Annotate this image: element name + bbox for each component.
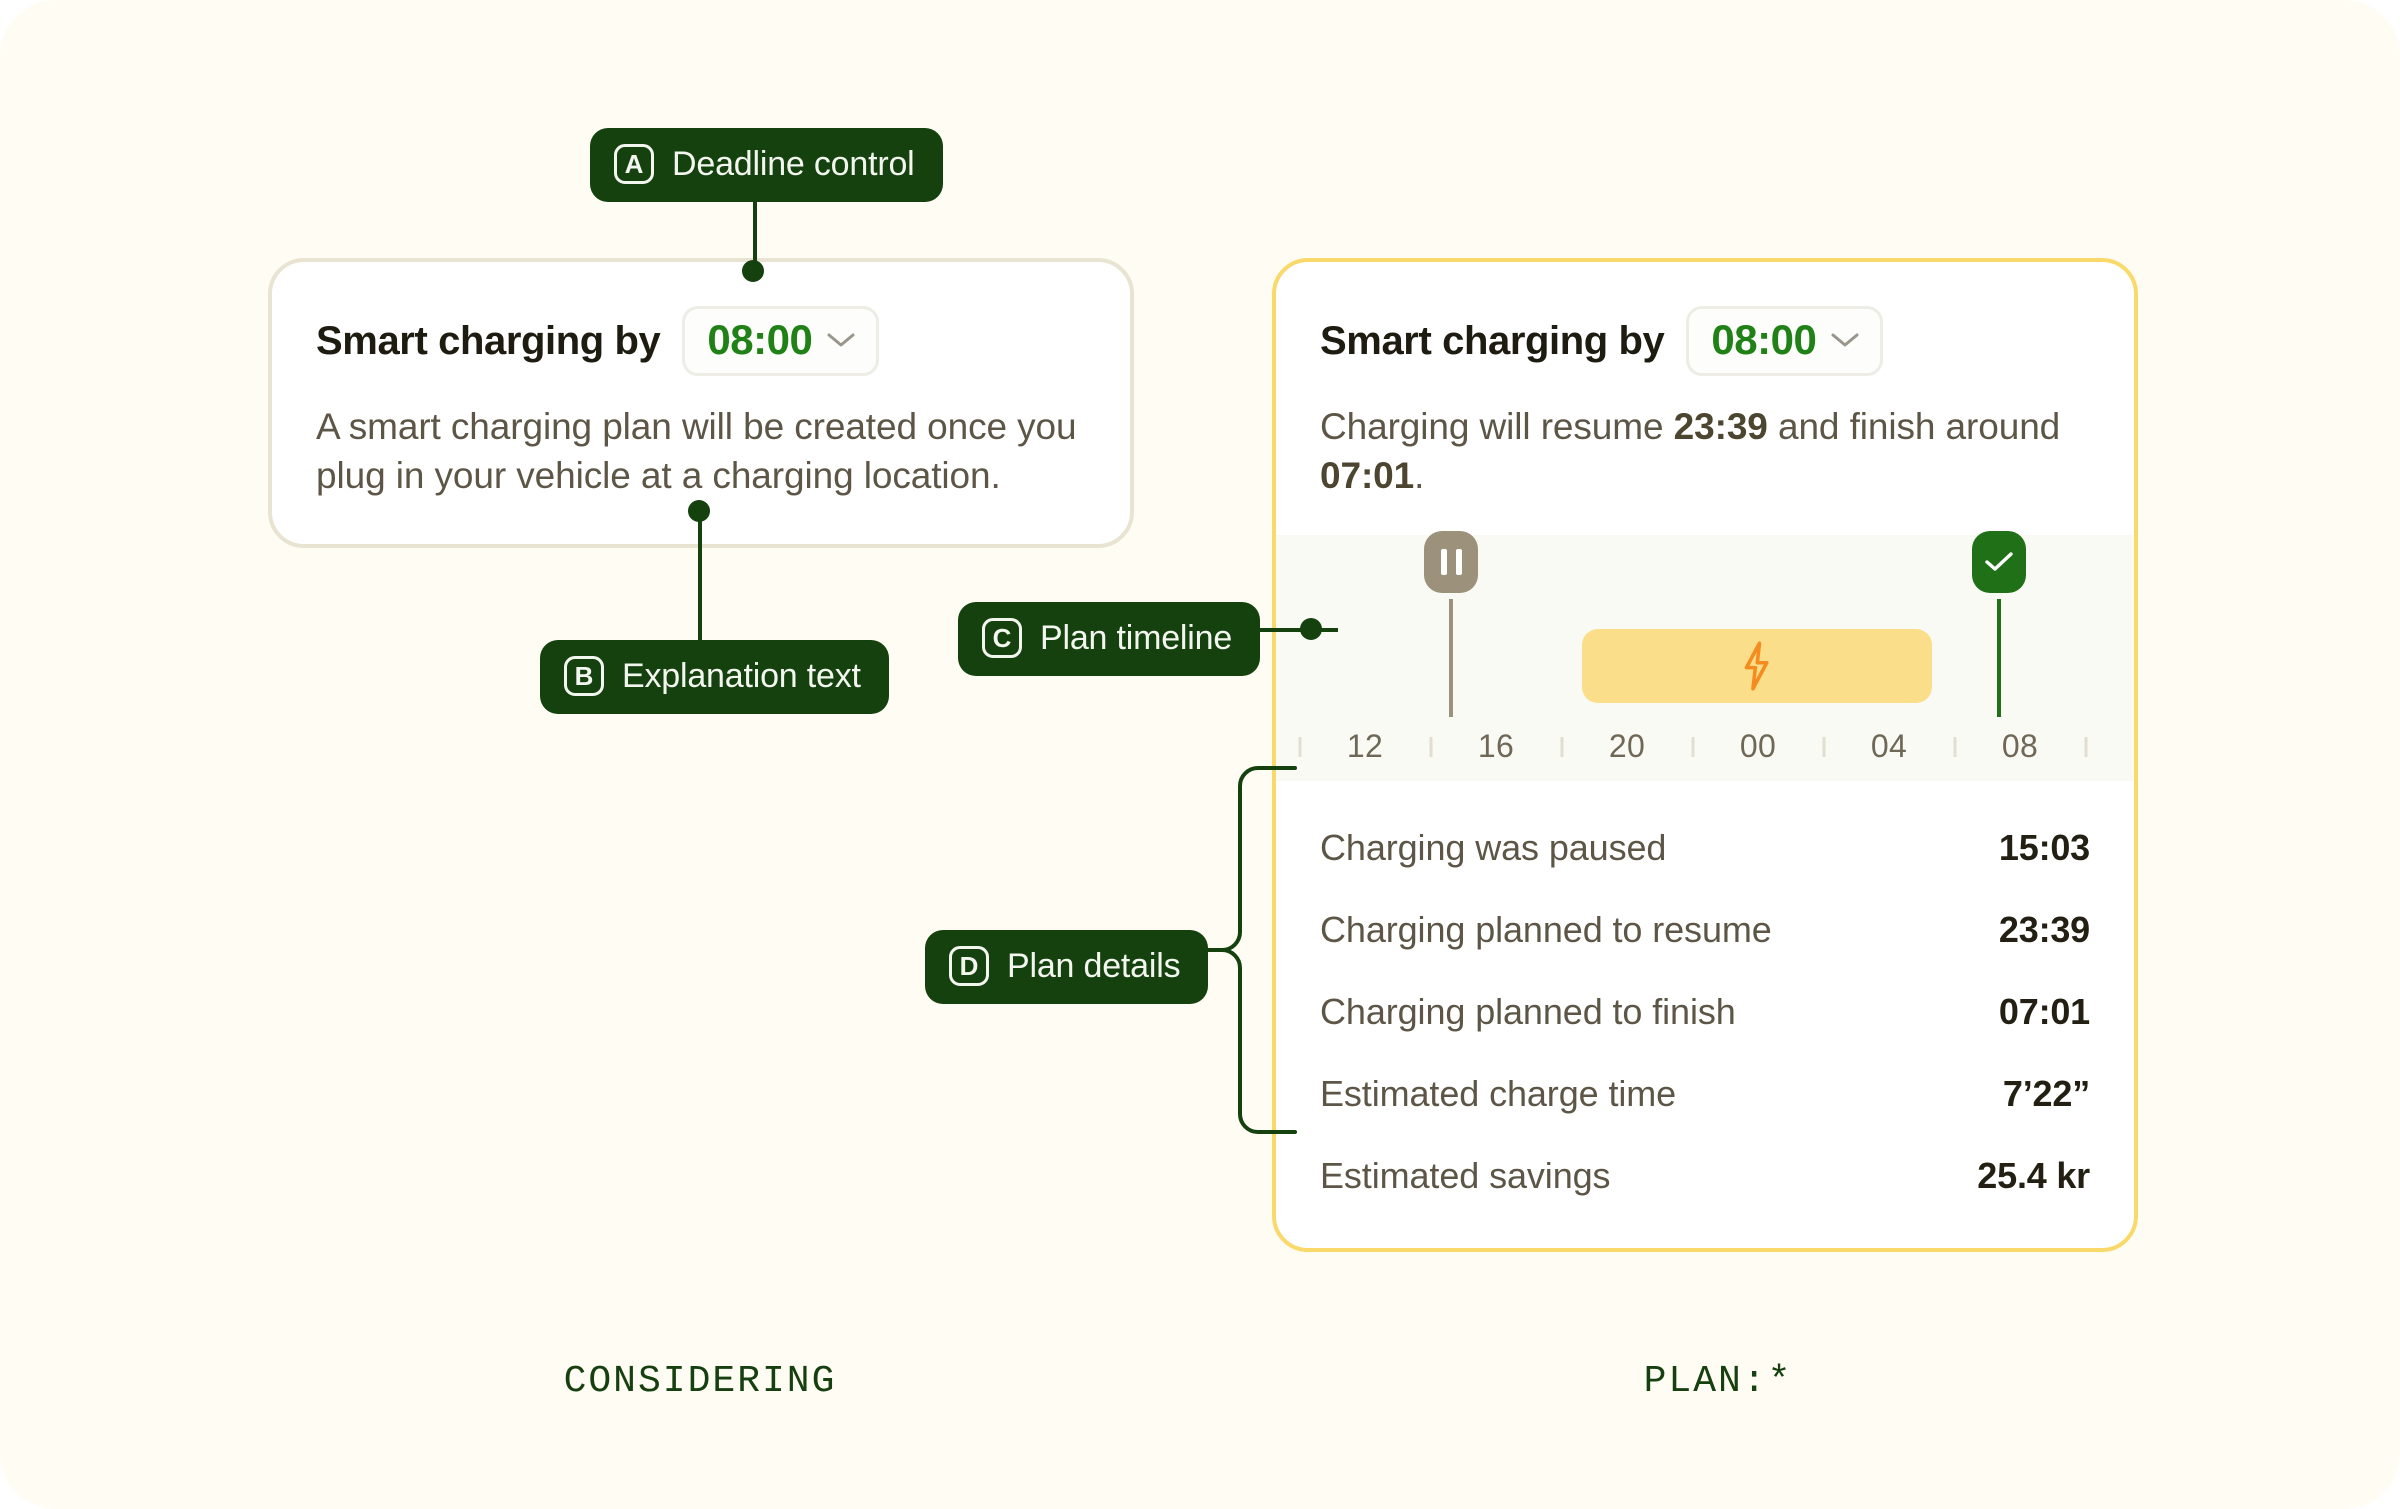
chevron-down-icon: [827, 333, 855, 347]
detail-label: Estimated savings: [1320, 1154, 1611, 1196]
chevron-down-icon: [1831, 333, 1859, 347]
table-row: Charging was paused 15:03: [1320, 807, 2090, 889]
annotation-label-c: Plan timeline: [1040, 618, 1233, 657]
deadline-value-left: 08:00: [707, 316, 813, 363]
annotation-key-d: D: [949, 946, 989, 986]
check-icon: [1972, 530, 2026, 593]
timeline-charging-window: [1582, 628, 1932, 703]
annotation-plan-timeline[interactable]: C Plan timeline: [958, 602, 1261, 676]
detail-value: 07:01: [1998, 990, 2090, 1032]
detail-value: 25.4 kr: [1977, 1154, 2090, 1196]
caption-plan: PLAN:*: [1643, 1360, 1793, 1403]
connector-b-line: [698, 512, 702, 644]
summary-prefix: Charging will resume: [1320, 406, 1674, 448]
table-row: Charging planned to resume 23:39: [1320, 889, 2090, 971]
marker-stem: [1997, 598, 2001, 717]
caption-considering: CONSIDERING: [563, 1360, 837, 1403]
summary-middle: and finish around: [1767, 406, 2061, 448]
considering-card: Smart charging by 08:00 A smart charging…: [268, 258, 1134, 548]
detail-label: Charging was paused: [1320, 826, 1667, 868]
summary-suffix: .: [1414, 455, 1425, 497]
deadline-control-right[interactable]: 08:00: [1686, 306, 1884, 377]
annotation-plan-details[interactable]: D Plan details: [925, 930, 1209, 1004]
marker-stem: [1449, 598, 1453, 717]
connector-a-line: [753, 180, 757, 270]
left-card-explanation: A smart charging plan will be created on…: [316, 406, 1077, 497]
table-row: Estimated savings 25.4 kr: [1320, 1135, 2090, 1217]
annotation-key-b: B: [564, 656, 604, 696]
table-row: Charging planned to finish 07:01: [1320, 971, 2090, 1053]
detail-label: Estimated charge time: [1320, 1072, 1677, 1114]
deadline-value-right: 08:00: [1711, 316, 1817, 363]
left-card-title: Smart charging by: [316, 318, 661, 363]
annotation-key-a: A: [614, 144, 654, 184]
axis-tick-3: 00: [1739, 727, 1777, 764]
plan-details-list: Charging was paused 15:03 Charging plann…: [1276, 781, 2134, 1248]
bolt-icon: [1744, 641, 1769, 691]
axis-tick-2: 20: [1608, 727, 1646, 764]
deadline-control-left[interactable]: 08:00: [682, 306, 880, 377]
table-row: Estimated charge time 7’22”: [1320, 1053, 2090, 1135]
right-card-title: Smart charging by: [1320, 318, 1665, 363]
axis-tick-1: 16: [1477, 727, 1515, 764]
plan-card: Smart charging by 08:00 Charging will re…: [1272, 258, 2138, 1252]
connector-c-line: [1218, 628, 1338, 632]
axis-tick-4: 04: [1870, 727, 1908, 764]
annotation-label-a: Deadline control: [672, 144, 915, 183]
axis-tick-5: 08: [2001, 727, 2039, 764]
detail-value: 15:03: [1998, 826, 2090, 868]
annotation-label-b: Explanation text: [622, 656, 861, 695]
connector-a-dot: [742, 260, 764, 282]
summary-resume-time: 23:39: [1673, 406, 1768, 448]
annotation-deadline-control[interactable]: A Deadline control: [590, 128, 943, 202]
detail-value: 7’22”: [2002, 1072, 2090, 1114]
left-card-header: Smart charging by 08:00: [316, 306, 1086, 377]
annotation-label-d: Plan details: [1007, 946, 1181, 985]
pause-icon: [1424, 530, 1478, 593]
summary-finish-time: 07:01: [1320, 455, 1415, 497]
connector-b-dot: [688, 500, 710, 522]
plan-timeline[interactable]: 12 16 20 00 04 08: [1276, 530, 2134, 781]
timeline-marker-finished: [1972, 530, 2026, 717]
axis-tick-0: 12: [1346, 727, 1384, 764]
view-fewer-details-button[interactable]: View fewer details: [1320, 1217, 2090, 1248]
right-card-header: Smart charging by 08:00: [1320, 306, 2090, 377]
timeline-marker-paused: [1424, 530, 1478, 717]
annotation-explanation-text[interactable]: B Explanation text: [540, 640, 889, 714]
detail-value: 23:39: [1998, 908, 2090, 950]
detail-label: Charging planned to finish: [1320, 990, 1736, 1032]
plan-summary-text: Charging will resume 23:39 and finish ar…: [1320, 402, 2090, 500]
connector-c-dot: [1300, 618, 1322, 640]
detail-label: Charging planned to resume: [1320, 908, 1772, 950]
annotation-key-c: C: [982, 618, 1022, 658]
timeline-axis: 12 16 20 00 04 08: [1276, 717, 2134, 781]
